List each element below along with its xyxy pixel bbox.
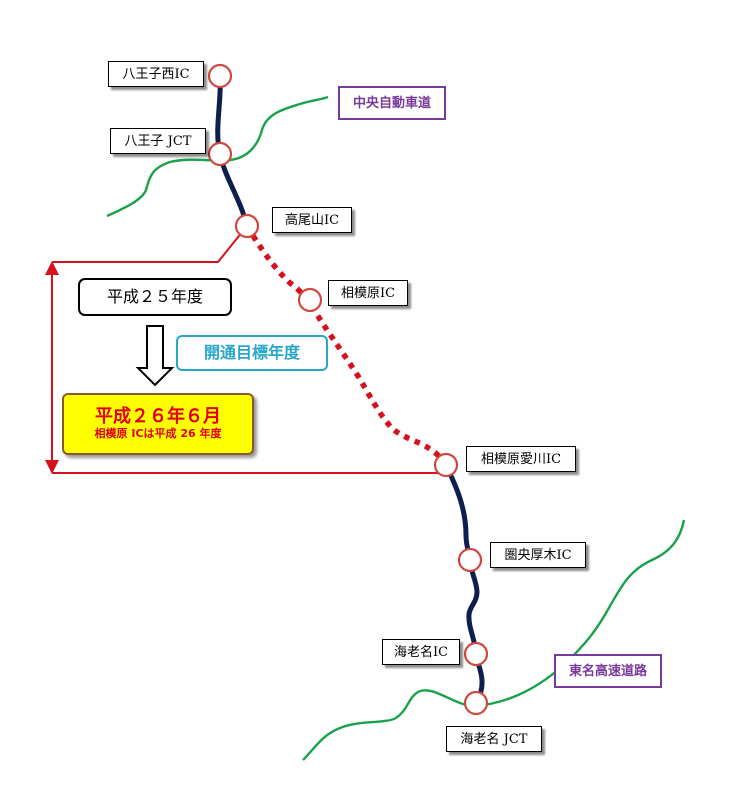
marker-ken-o-atsugi[interactable] (457, 547, 483, 573)
label-hachioji-jct: 八王子 JCT (110, 128, 206, 154)
label-takaosan: 高尾山IC (272, 207, 352, 233)
new-opening-box: 平成２６年６月 相模原 ICは平成 26 年度 (62, 393, 254, 455)
original-year-box: 平成２５年度 (78, 278, 232, 316)
open-route-atsugi (443, 462, 485, 705)
bracket-top-line (52, 225, 248, 263)
label-sagamihara: 相模原IC (328, 280, 408, 306)
label-hachioji-nishi: 八王子西IC (108, 61, 204, 87)
label-ken-o-atsugi: 圏央厚木IC (490, 542, 586, 568)
new-opening-note: 相模原 ICは平成 26 年度 (94, 427, 222, 441)
marker-hachioji-nishi[interactable] (207, 63, 233, 89)
marker-sagamihara-aikawa[interactable] (433, 452, 459, 478)
marker-ebina-jct[interactable] (463, 690, 489, 716)
label-chuo-expressway: 中央自動車道 (338, 86, 446, 120)
label-ebina: 海老名IC (382, 639, 460, 665)
new-opening-date: 平成２６年６月 (95, 405, 221, 427)
marker-ebina[interactable] (463, 641, 489, 667)
label-ebina-jct: 海老名 JCT (446, 726, 542, 752)
interchange-markers (207, 63, 489, 716)
label-tomei-expressway: 東名高速道路 (554, 654, 662, 688)
target-year-label: 開通目標年度 (176, 335, 328, 371)
marker-sagamihara[interactable] (297, 287, 323, 313)
label-sagamihara-aikawa: 相模原愛川IC (466, 446, 576, 472)
planned-route-section (244, 224, 449, 467)
marker-hachioji-jct[interactable] (207, 141, 233, 167)
down-arrow-icon (135, 325, 175, 387)
marker-takaosan[interactable] (234, 213, 260, 239)
